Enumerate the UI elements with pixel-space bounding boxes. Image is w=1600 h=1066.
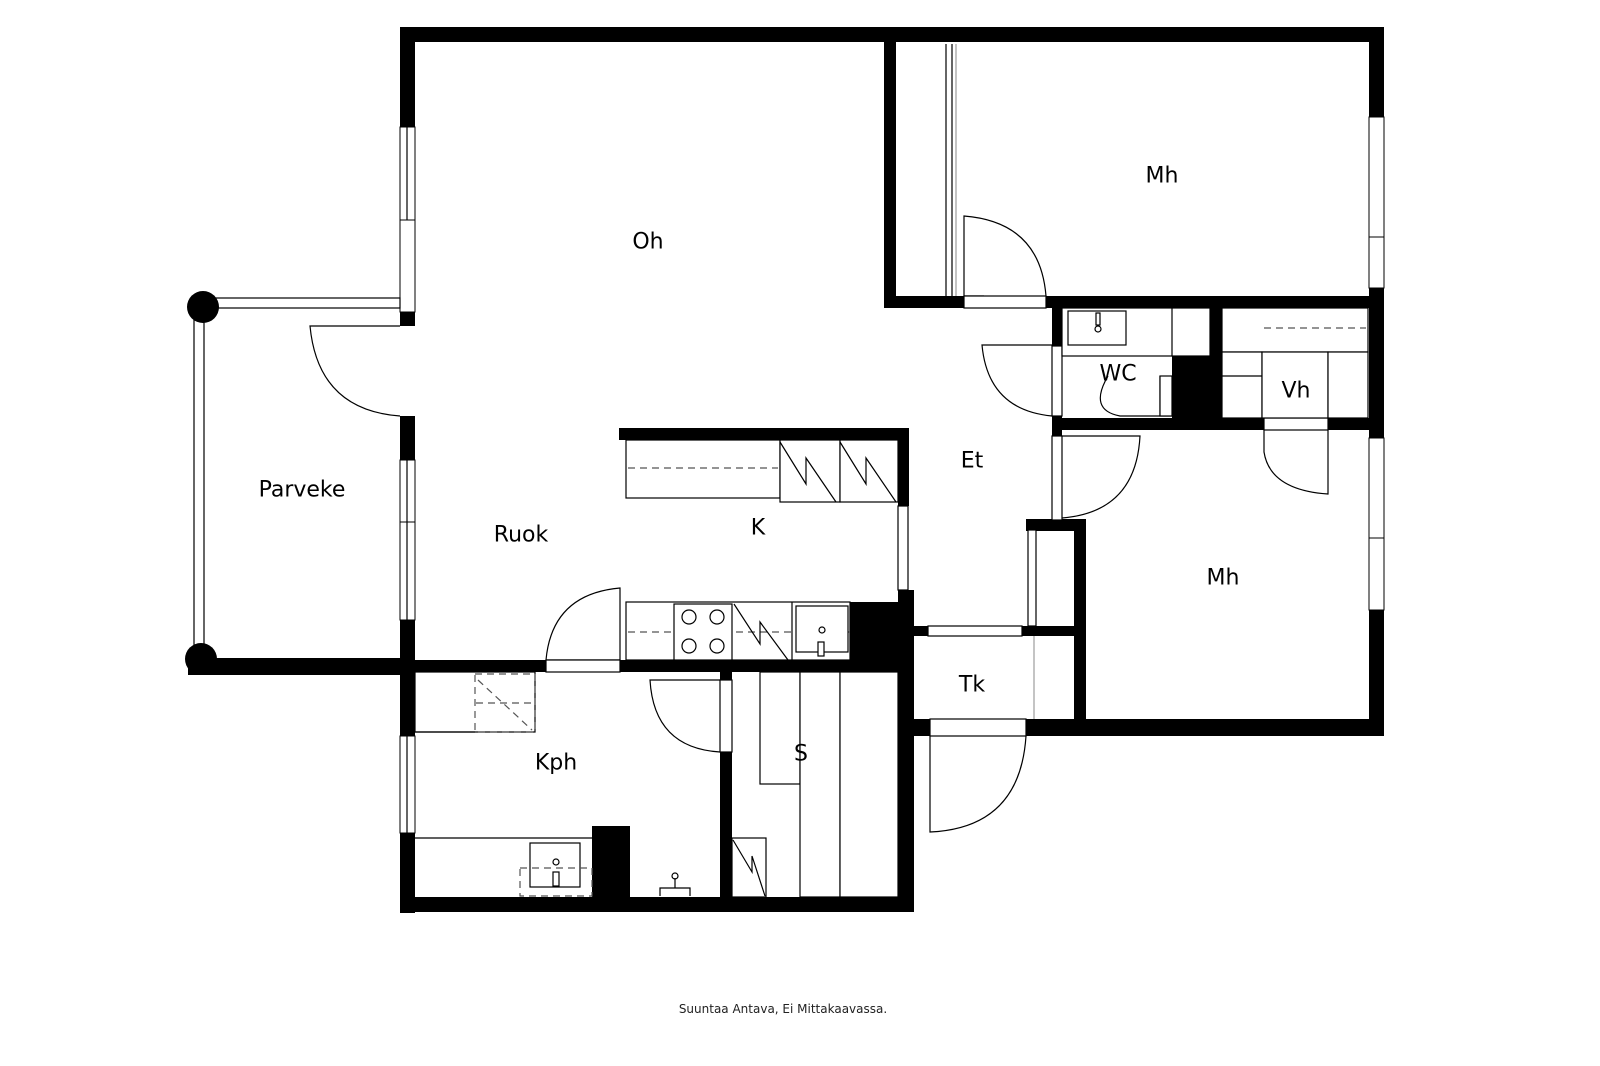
room-label-tk: Tk: [958, 672, 986, 698]
room-label-wc: WC: [1099, 361, 1137, 387]
room-label-mh-bottom: Mh: [1206, 565, 1240, 591]
room-label-k: K: [750, 515, 766, 541]
closet: [945, 44, 1047, 309]
kitchen-fixtures: [625, 439, 899, 661]
room-label-ruok: Ruok: [493, 522, 549, 548]
room-label-mh-top: Mh: [1145, 163, 1179, 189]
room-label-vh: Vh: [1281, 378, 1311, 404]
room-label-s: S: [794, 741, 808, 767]
room-label-oh: Oh: [632, 229, 664, 255]
wc-fixtures: [1061, 307, 1369, 419]
balcony: [185, 291, 401, 675]
doors: [545, 344, 1329, 833]
room-label-kph: Kph: [534, 750, 578, 776]
windows: [399, 116, 1385, 834]
room-label-parveke: Parveke: [258, 477, 346, 503]
bath-sauna-fixtures: [414, 671, 899, 898]
room-label-et: Et: [960, 448, 984, 474]
scale-disclaimer: Suuntaa Antava, Ei Mittakaavassa.: [678, 1002, 888, 1016]
